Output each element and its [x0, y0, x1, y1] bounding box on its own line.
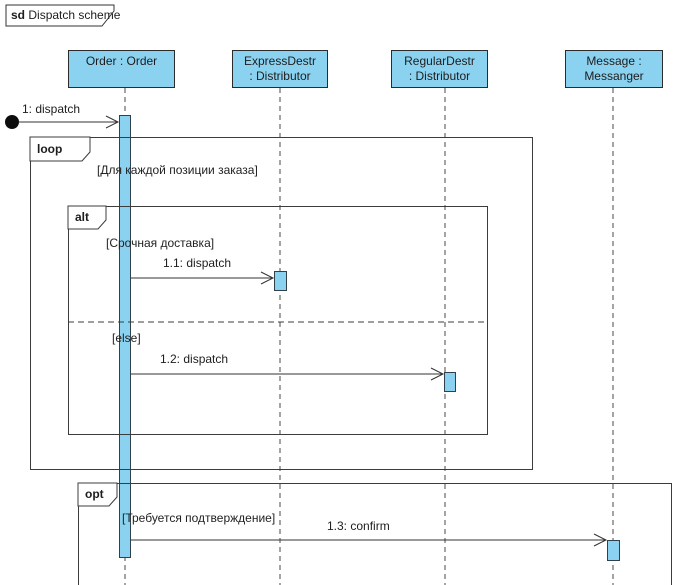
alt-fragment-frame[interactable] — [68, 206, 488, 435]
activation-order[interactable] — [119, 115, 131, 558]
activation-regular[interactable] — [444, 372, 456, 392]
activation-message[interactable] — [607, 540, 620, 561]
opt-guard: [Требуется подтверждение] — [122, 511, 276, 525]
title-keyword: sd — [11, 8, 26, 22]
opt-operator-label: opt — [85, 487, 104, 501]
loop-operator-label: loop — [37, 142, 63, 156]
message-label-1[interactable]: 1: dispatch — [22, 102, 81, 116]
lifeline-head-regular[interactable]: RegularDestr : Distributor — [391, 50, 488, 88]
message-label-1-3[interactable]: 1.3: confirm — [327, 519, 390, 533]
lifeline-head-express[interactable]: ExpressDestr : Distributor — [232, 50, 328, 88]
lifeline-label: Messanger — [584, 69, 644, 83]
loop-fragment-frame[interactable] — [30, 137, 533, 470]
lifeline-label: ExpressDestr — [243, 54, 317, 68]
lifeline-head-order[interactable]: Order : Order — [68, 50, 175, 88]
title-text: Dispatch scheme — [28, 8, 121, 22]
lifeline-label: RegularDestr — [404, 54, 475, 68]
alt-guard-1: [Срочная доставка] — [106, 236, 215, 250]
lifeline-label: Order : Order — [85, 54, 158, 68]
lifeline-label: Message : — [586, 54, 642, 68]
opt-fragment-frame[interactable] — [78, 483, 672, 585]
alt-operator-label: alt — [75, 210, 90, 224]
lifeline-label: : Distributor — [408, 69, 471, 83]
alt-guard-else: [else] — [112, 331, 141, 345]
message-label-1-2[interactable]: 1.2: dispatch — [160, 352, 229, 366]
loop-guard: [Для каждой позиции заказа] — [97, 163, 258, 177]
diagram-title: sd Dispatch scheme — [11, 8, 120, 22]
lifeline-head-message[interactable]: Message : Messanger — [565, 50, 663, 88]
activation-express[interactable] — [274, 271, 287, 291]
lifeline-label: : Distributor — [249, 69, 311, 83]
message-label-1-1[interactable]: 1.1: dispatch — [163, 256, 232, 270]
